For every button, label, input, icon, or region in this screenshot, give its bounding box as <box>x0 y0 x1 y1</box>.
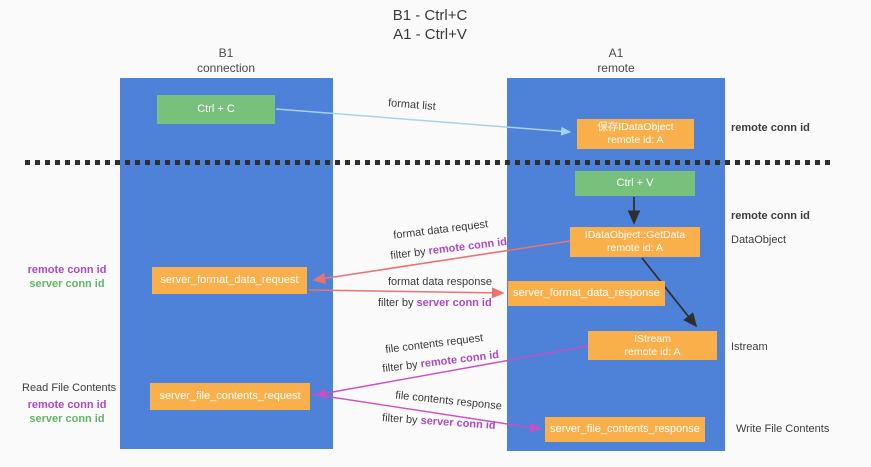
getdata-line1: IDataObject::GetData <box>584 229 686 241</box>
remote-conn-id-annotation-bottom: remote conn id <box>27 399 107 411</box>
istream-annotation: Istream <box>731 341 768 353</box>
lane-b1-name: B1 <box>218 46 234 60</box>
save-idataobject-line1: 保存IDataObject <box>597 121 674 133</box>
lane-header-a1: A1 remote <box>556 46 676 76</box>
ctrl-c-node: Ctrl + C <box>157 95 275 124</box>
lane-b1-role: connection <box>196 61 256 75</box>
istream-node: IStream remote id: A <box>588 331 717 360</box>
server-conn-id-annotation-left: server conn id <box>29 278 105 290</box>
format-data-response-label: format data response <box>388 276 492 288</box>
diagram-title: B1 - Ctrl+C A1 - Ctrl+V <box>330 6 530 44</box>
format-list-label: format list <box>387 97 437 113</box>
left-conn-id-stack: remote conn id server conn id <box>22 263 112 291</box>
server-file-contents-request-node: server_file_contents_request <box>150 383 310 410</box>
ctrl-v-label: Ctrl + V <box>616 177 654 189</box>
server-format-data-response-node: server_format_data_response <box>508 281 665 306</box>
filter-by-server-upper-label: filter by server conn id <box>378 297 492 309</box>
remote-conn-id-annotation-top: remote conn id <box>731 122 810 134</box>
server-file-contents-response-node: server_file_contents_response <box>545 417 705 442</box>
save-idataobject-node: 保存IDataObject remote id: A <box>577 119 694 149</box>
save-idataobject-line2: remote id: A <box>607 134 664 146</box>
server-conn-id-annotation-bottom: server conn id <box>29 413 105 425</box>
file-contents-response-label: file contents response <box>394 389 503 413</box>
filter-by-text: filter by <box>381 412 421 427</box>
istream-line2: remote id: A <box>624 345 681 358</box>
title-line-1: B1 - Ctrl+C <box>392 7 468 24</box>
remote-conn-id-annotation-left: remote conn id <box>27 264 107 276</box>
lane-a1-role: remote <box>597 61 635 75</box>
read-file-contents-annotation: Read File Contents <box>22 382 117 394</box>
format-data-request-label: format data request <box>392 218 489 242</box>
format-request-label: server_format_data_request <box>160 274 299 286</box>
ctrl-c-label: Ctrl + C <box>197 103 235 115</box>
ctrl-v-node: Ctrl + V <box>575 171 695 196</box>
filter-by-text: filter by <box>381 358 422 376</box>
idataobject-getdata-node: IDataObject::GetData remote id: A <box>570 227 700 257</box>
machine-boundary-dashed-line <box>25 160 833 165</box>
write-file-contents-annotation: Write File Contents <box>736 423 830 435</box>
format-response-label: server_format_data_response <box>513 287 660 299</box>
format-data-response-arrow <box>308 287 505 299</box>
server-format-data-request-node: server_format_data_request <box>152 267 307 294</box>
dataobject-annotation: DataObject <box>731 234 787 246</box>
filter-by-text: filter by <box>389 245 430 263</box>
server-conn-id-text: server conn id <box>416 297 492 309</box>
file-response-label: server_file_contents_response <box>550 423 700 435</box>
lane-header-b1: B1 connection <box>166 46 286 76</box>
server-conn-id-text: server conn id <box>420 414 496 432</box>
filter-by-text: filter by <box>378 297 417 309</box>
filter-by-server-lower-label: filter by server conn id <box>382 412 496 432</box>
remote-conn-id-text: remote conn id <box>419 348 500 371</box>
remote-conn-id-annotation-mid: remote conn id <box>731 210 810 222</box>
title-line-2: A1 - Ctrl+V <box>393 26 467 43</box>
lane-a1-name: A1 <box>608 46 624 60</box>
istream-line1: IStream <box>634 332 671 345</box>
read-file-contents-stack: Read File Contents remote conn id server… <box>22 381 117 426</box>
file-request-label: server_file_contents_request <box>159 390 301 402</box>
getdata-line2: remote id: A <box>606 242 664 254</box>
remote-conn-id-text: remote conn id <box>427 235 508 258</box>
